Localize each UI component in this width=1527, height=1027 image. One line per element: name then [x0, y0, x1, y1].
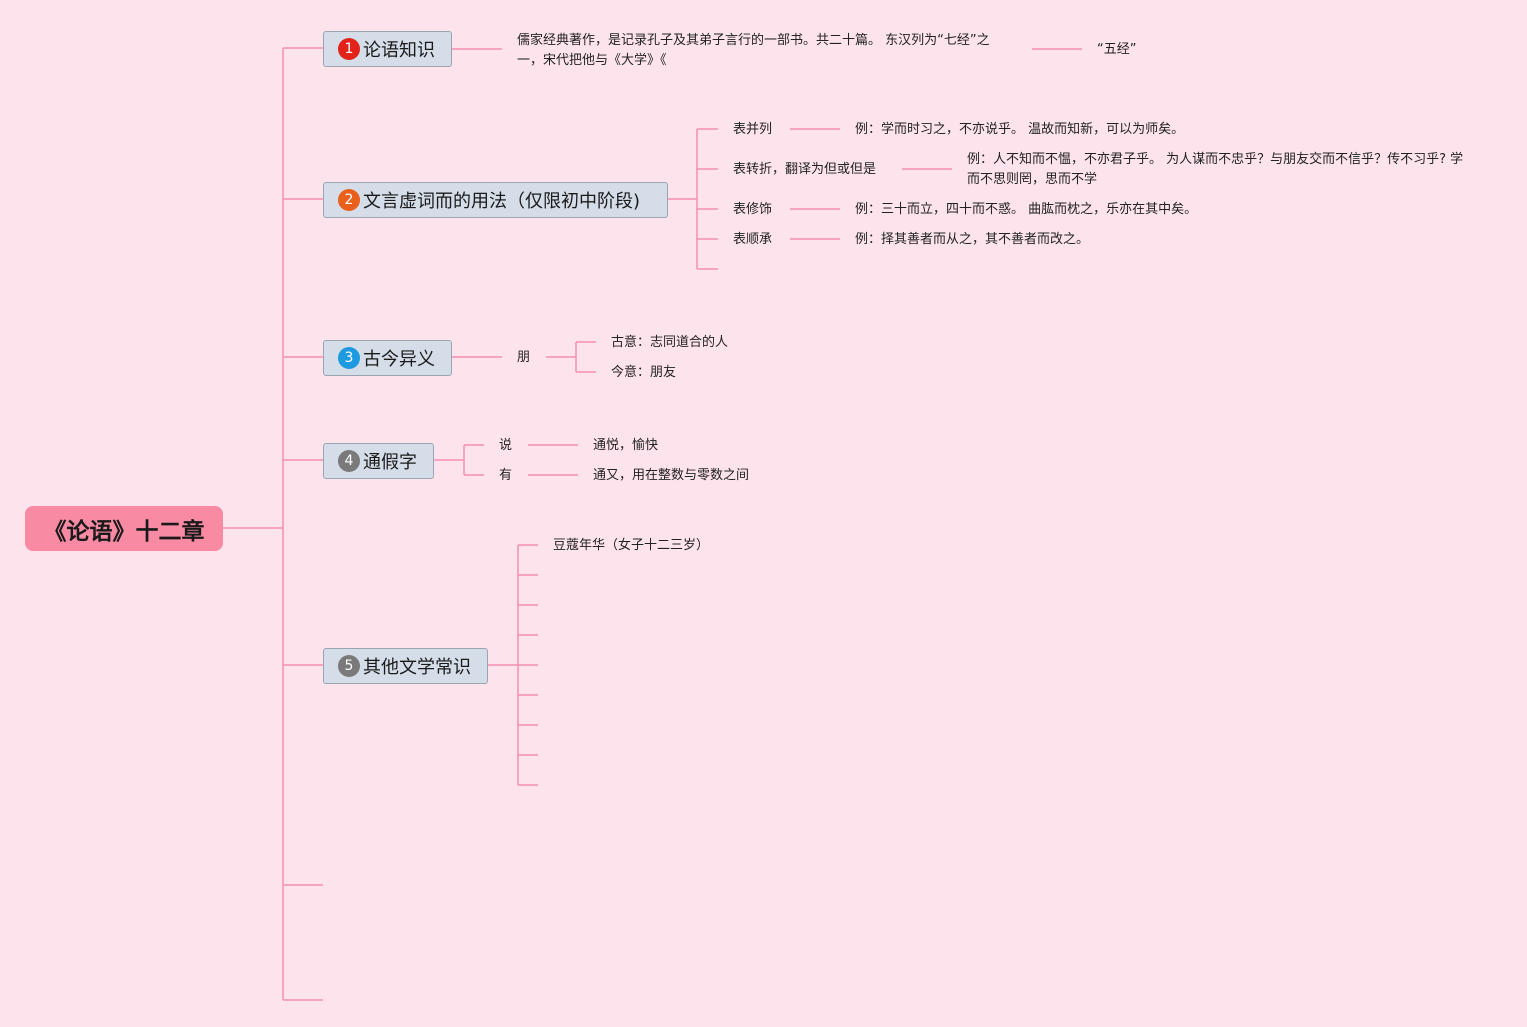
er-modifier-example[interactable]: 例：三十而立，四十而不惑。 曲肱而枕之，乐亦在其中矣。	[855, 202, 1198, 217]
er-contrast-example[interactable]: 例：人不知而不愠，不亦君子乎。 为人谋而不忠乎？与朋友交而不信乎？传不习乎? 学…	[967, 152, 1464, 187]
char-shuo-meaning[interactable]: 通悦，愉快	[593, 438, 659, 453]
root-label: 《论语》十二章	[43, 518, 205, 545]
topic-label: 文言虚词而的用法（仅限初中阶段)	[363, 191, 641, 212]
number-1-icon: 1	[338, 38, 360, 60]
er-parallel-example[interactable]: 例：学而时习之，不亦说乎。 温故而知新，可以为师矣。	[855, 122, 1185, 137]
doukou-node[interactable]: 豆蔻年华（女子十二三岁）	[553, 538, 710, 553]
topic-ancient-modern-meaning[interactable]: 3 古今异义	[323, 340, 452, 376]
topic-label: 古今异义	[363, 349, 435, 370]
er-modifier-node[interactable]: 表修饰	[733, 202, 773, 217]
topic-other-literary-knowledge[interactable]: 5 其他文学常识	[323, 648, 488, 684]
er-contrast-node[interactable]: 表转折，翻译为但或但是	[733, 162, 877, 177]
word-peng-node[interactable]: 朋	[517, 350, 531, 365]
ancient-meaning-node[interactable]: 古意：志同道合的人	[611, 335, 729, 350]
char-you-meaning[interactable]: 通又，用在整数与零数之间	[593, 468, 750, 483]
number-4-icon: 4	[338, 450, 360, 472]
char-you-node[interactable]: 有	[499, 468, 513, 483]
lunyu-description[interactable]: 儒家经典著作，是记录孔子及其弟子言行的一部书。共二十篇。 东汉列为“七经”之一，…	[517, 33, 990, 68]
topic-tongjiazi[interactable]: 4 通假字	[323, 443, 434, 479]
char-shuo-node[interactable]: 说	[499, 438, 513, 453]
topic-er-usage[interactable]: 2 文言虚词而的用法（仅限初中阶段)	[323, 182, 668, 218]
topic-label: 论语知识	[363, 40, 435, 61]
topic-label: 通假字	[363, 452, 417, 473]
er-sequence-node[interactable]: 表顺承	[733, 232, 773, 247]
topic-label: 其他文学常识	[363, 657, 471, 678]
root-topic[interactable]: 《论语》十二章	[25, 506, 223, 551]
number-3-icon: 3	[338, 347, 360, 369]
wujing-node[interactable]: “五经”	[1097, 42, 1137, 57]
number-5-icon: 5	[338, 655, 360, 677]
modern-meaning-node[interactable]: 今意：朋友	[611, 365, 677, 380]
er-sequence-example[interactable]: 例：择其善者而从之，其不善者而改之。	[855, 232, 1090, 247]
number-2-icon: 2	[338, 189, 360, 211]
topic-lunyu-knowledge[interactable]: 1 论语知识	[323, 31, 452, 67]
er-parallel-node[interactable]: 表并列	[733, 122, 773, 137]
